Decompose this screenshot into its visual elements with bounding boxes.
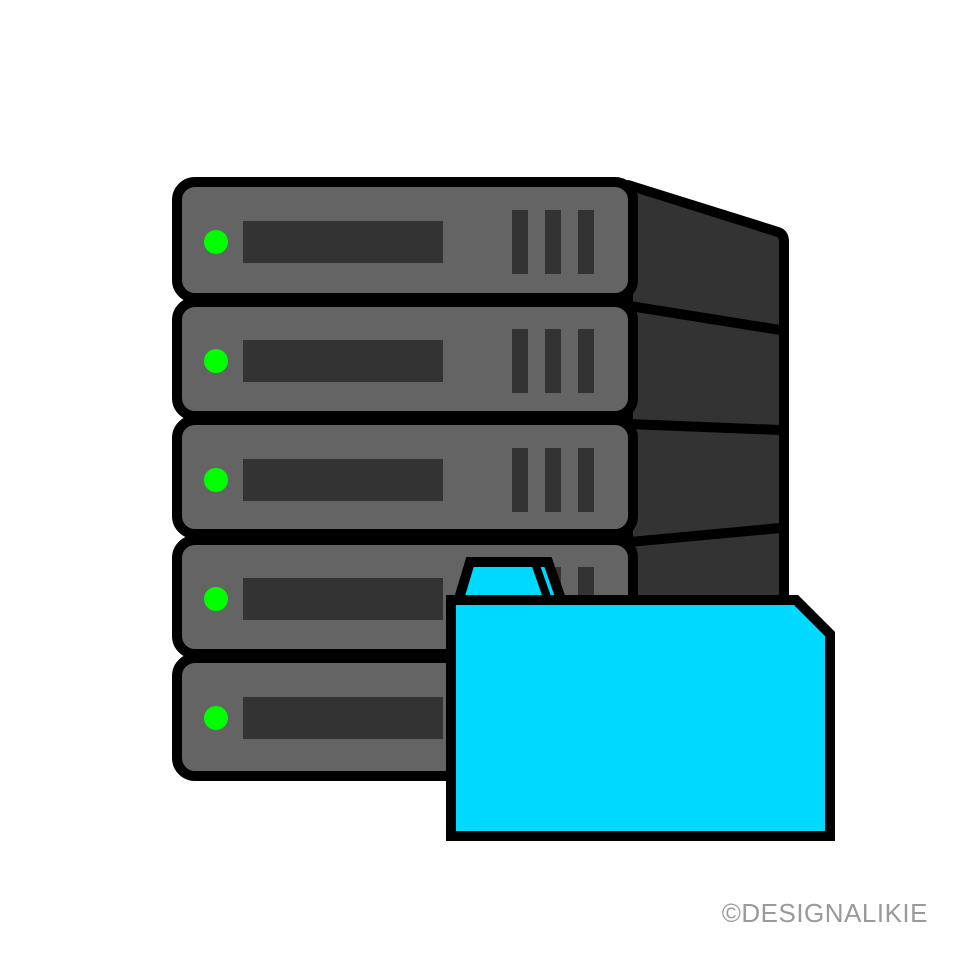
folder-icon	[446, 557, 835, 841]
vent-slot	[512, 448, 528, 512]
status-led-icon	[204, 230, 228, 254]
folder-tab-fold	[532, 564, 552, 602]
status-led-icon	[204, 468, 228, 492]
vent-slot	[512, 329, 528, 393]
copyright-watermark: ©DESIGNALIKIE	[721, 898, 928, 928]
status-led-icon	[204, 587, 228, 611]
drive-bay-slot	[243, 578, 443, 620]
vent-slot	[545, 329, 561, 393]
server-side-divider	[629, 419, 781, 435]
vent-slot	[578, 210, 594, 274]
server-unit	[172, 177, 638, 303]
vent-slot	[578, 329, 594, 393]
vent-slot	[512, 210, 528, 274]
server-side-divider	[629, 301, 781, 335]
server-side-divider	[629, 523, 781, 547]
server-unit	[172, 415, 638, 539]
vent-slot	[545, 448, 561, 512]
server-unit	[172, 297, 638, 421]
drive-bay-slot	[243, 340, 443, 382]
drive-bay-slot	[243, 459, 443, 501]
drive-bay-slot	[243, 221, 443, 263]
vent-slot	[545, 210, 561, 274]
status-led-icon	[204, 706, 228, 730]
drive-bay-slot	[243, 697, 443, 739]
vent-slot	[578, 448, 594, 512]
status-led-icon	[204, 349, 228, 373]
folder-front	[446, 595, 835, 841]
